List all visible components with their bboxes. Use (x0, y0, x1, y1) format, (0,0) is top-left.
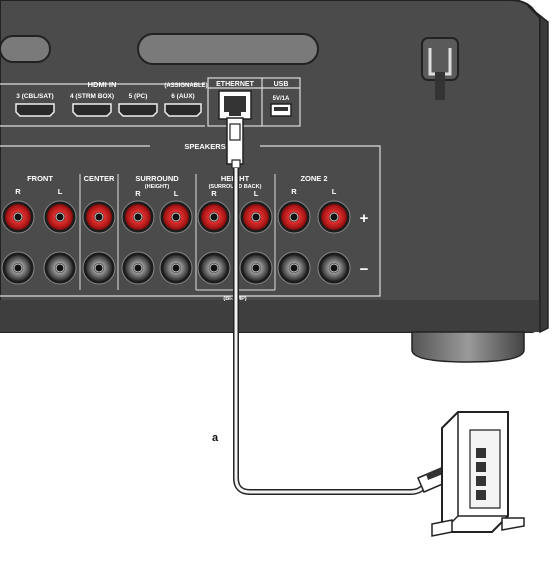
hdmi-port-label: 6 (AUX) (171, 93, 194, 100)
usb-rating-label: 5V/1A (273, 96, 290, 102)
hdmi-port-label: 4 (STRM BOX) (70, 93, 114, 100)
positive-terminal-icon (121, 200, 155, 234)
channel-label: R (291, 187, 297, 196)
positive-terminal-icon (239, 200, 273, 234)
ethernet-plug-icon (226, 117, 244, 169)
hdmi-port-icon (15, 103, 55, 117)
negative-label: − (360, 261, 369, 278)
receiver-foot-icon (411, 331, 525, 363)
negative-terminal-icon (159, 251, 193, 285)
speakers-header: SPEAKERS (184, 142, 225, 151)
channel-label: R (135, 189, 141, 198)
cable-label: a (212, 432, 219, 444)
ethernet-label: ETHERNET (216, 81, 254, 88)
speaker-group-label: ZONE 2 (300, 174, 327, 183)
speaker-group-sublabel: (HEIGHT) (145, 184, 170, 190)
channel-label: L (332, 187, 337, 196)
hdmi-port-label: 3 (CBL/SAT) (16, 93, 53, 100)
negative-terminal-icon (197, 251, 231, 285)
negative-terminal-icon (121, 251, 155, 285)
hdmi-in-header: HDMI IN (88, 80, 117, 89)
hdmi-assignable-label: (ASSIGNABLE) (164, 83, 207, 89)
negative-terminal-icon (43, 251, 77, 285)
ethernet-cable (233, 168, 427, 495)
negative-terminal-icon (1, 251, 35, 285)
ethernet-usb-section: ETHERNET USB 5V/1A (207, 77, 301, 127)
negative-terminal-icon (317, 251, 351, 285)
negative-terminal-icon (239, 251, 273, 285)
positive-terminal-icon (43, 200, 77, 234)
power-cord-icon (421, 37, 459, 100)
antenna-icon (0, 33, 319, 65)
positive-terminal-icon (82, 200, 116, 234)
speaker-terminals (1, 200, 351, 285)
positive-label: + (360, 210, 369, 227)
channel-label: R (211, 189, 217, 198)
positive-terminal-icon (277, 200, 311, 234)
channel-label: L (254, 189, 259, 198)
channel-label: L (58, 187, 63, 196)
receiver-rear-panel (0, 0, 549, 334)
hdmi-port-icon (72, 103, 112, 117)
speaker-group-label: FRONT (27, 174, 53, 183)
positive-terminal-icon (197, 200, 231, 234)
negative-terminal-icon (277, 251, 311, 285)
hdmi-port-label: 5 (PC) (129, 93, 148, 100)
positive-terminal-icon (317, 200, 351, 234)
hdmi-port-icon (164, 103, 202, 117)
speaker-group-label: CENTER (84, 174, 115, 183)
speaker-group-label: SURROUND (135, 174, 179, 183)
router-icon (431, 411, 525, 537)
positive-terminal-icon (159, 200, 193, 234)
negative-terminal-icon (82, 251, 116, 285)
hdmi-in-section: HDMI IN (ASSIGNABLE) 3 (CBL/SAT) 4 (STRM… (0, 80, 208, 127)
channel-label: R (15, 187, 21, 196)
usb-label: USB (274, 81, 289, 88)
channel-label: L (174, 189, 179, 198)
positive-terminal-icon (1, 200, 35, 234)
hdmi-port-icon (118, 103, 158, 117)
